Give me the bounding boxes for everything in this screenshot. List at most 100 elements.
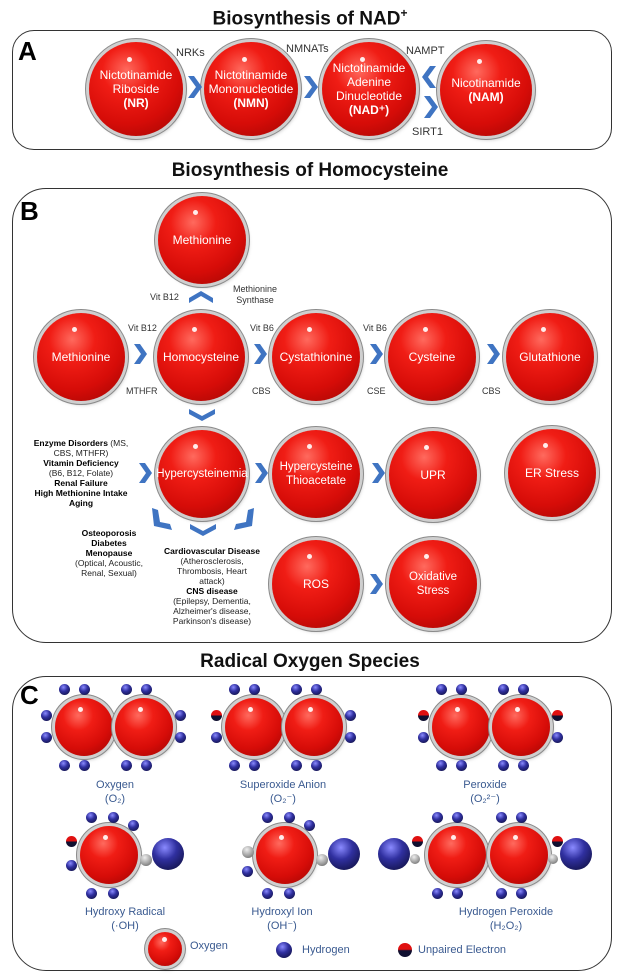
superoxide-molecule-oxygen-atom-1	[225, 698, 283, 756]
methionine-top-label: Methionine	[172, 233, 232, 247]
superoxide-molecule-electron	[249, 684, 260, 695]
caption-superoxide-formula: (O₂⁻)	[270, 793, 296, 805]
effect-osteoporosis: Osteoporosis	[81, 528, 137, 538]
label-methionine-synthase: Methionine Synthase	[230, 284, 280, 306]
chevron-right-icon	[304, 76, 318, 98]
homocysteine-label: Homocysteine	[162, 350, 240, 364]
nad-line1: Nictotinamide	[332, 61, 406, 75]
chevron-right-icon	[487, 344, 500, 364]
hydroxyl-ion-electron	[262, 888, 273, 899]
effect-cardio-d1: (Atherosclerosis,	[180, 556, 244, 566]
hydroxyl-ion-bond	[316, 854, 328, 866]
legend-oxygen-label: Oxygen	[190, 940, 228, 952]
cause-enzyme-rest: (MS,	[107, 438, 129, 448]
ball-cystathionine: Cystathionine	[272, 313, 360, 401]
hydrogen-peroxide-electron	[432, 888, 443, 899]
oxygen-molecule-oxygen-atom-1	[55, 698, 113, 756]
peroxide-molecule-electron	[456, 684, 467, 695]
superoxide-molecule-electron	[211, 732, 222, 743]
peroxide-molecule-electron	[518, 684, 529, 695]
caption-superoxide-name: Superoxide Anion	[239, 779, 327, 791]
effect-menopause-d2: Renal, Sexual)	[81, 568, 137, 578]
cysteine-label: Cysteine	[408, 350, 456, 364]
hydroxy-radical-electron	[108, 888, 119, 899]
nr-line2: Riboside	[112, 82, 160, 96]
effect-diabetes: Diabetes	[91, 538, 127, 548]
peroxide-molecule-electron	[436, 684, 447, 695]
legend-hydrogen-label: Hydrogen	[302, 944, 350, 956]
superoxide-molecule-electron	[311, 760, 322, 771]
chevron-down-right-icon	[234, 508, 254, 530]
oxygen-molecule-electron	[121, 760, 132, 771]
caption-hydroxy-radical-name: Hydroxy Radical	[84, 906, 166, 918]
chevron-left-icon	[422, 66, 436, 88]
superoxide-molecule-electron	[345, 732, 356, 743]
hydrogen-peroxide-electron	[452, 812, 463, 823]
ball-methionine-top: Methionine	[158, 196, 246, 284]
caption-oxygen-formula: (O₂)	[104, 793, 126, 805]
peroxide-molecule-electron	[552, 710, 563, 721]
effect-cardio: Cardiovascular Disease	[164, 546, 260, 556]
hydrogen-peroxide-bond	[548, 854, 558, 864]
hydrogen-peroxide-hydrogen-atom-1	[378, 838, 410, 870]
chevron-right-icon	[424, 96, 438, 118]
caption-hydroxy-radical-formula: (·OH)	[111, 920, 139, 932]
nr-line1: Nictotinamide	[99, 68, 173, 82]
heading-nad-text: Biosynthesis of NAD	[212, 8, 401, 30]
ball-nam: Nicotinamide(NAM)	[440, 44, 532, 136]
label-sirt1: SIRT1	[412, 126, 443, 138]
peroxide-molecule-electron	[498, 684, 509, 695]
hydroxy-radical-electron	[66, 836, 77, 847]
er-stress-label: ER Stress	[524, 466, 579, 480]
hydroxyl-ion-electron	[304, 820, 315, 831]
nr-abbr: (NR)	[123, 96, 149, 110]
hydroxyl-ion-electron	[284, 812, 295, 823]
caption-hydroxyl-ion: Hydroxyl Ion (OH⁻)	[222, 905, 342, 933]
caption-hydrogen-peroxide-formula: (H₂O₂)	[489, 920, 523, 932]
hydroxyl-ion-electron	[242, 866, 253, 877]
ball-er-stress: ER Stress	[508, 429, 596, 517]
superoxide-molecule-electron	[311, 684, 322, 695]
caption-oxygen-name: Oxygen	[96, 779, 134, 791]
label-nmnats: NMNATs	[286, 43, 329, 55]
nmn-line2: Mononucleotide	[208, 82, 294, 96]
peroxide-molecule-electron	[498, 760, 509, 771]
ball-cysteine: Cysteine	[388, 313, 476, 401]
effect-cns-d3: Parkinson's disease)	[172, 616, 252, 626]
effects-left-text: Osteoporosis Diabetes Menopause (Optical…	[60, 528, 158, 578]
oxygen-molecule-electron	[59, 760, 70, 771]
hydroxy-radical-electron	[66, 860, 77, 871]
effect-menopause: Menopause	[85, 548, 133, 558]
cause-high-met: High Methionine Intake	[34, 488, 128, 498]
peroxide-molecule-electron	[518, 760, 529, 771]
ball-upr: UPR	[389, 431, 477, 519]
heading-homocysteine: Biosynthesis of Homocysteine	[171, 160, 449, 181]
panel-c	[12, 676, 612, 971]
hydrogen-peroxide-bond	[410, 854, 420, 864]
chevron-down-icon	[189, 409, 215, 421]
panel-c-label: C	[20, 680, 39, 710]
caption-peroxide-formula: (O₂²⁻)	[470, 793, 500, 805]
peroxide-molecule-electron	[418, 732, 429, 743]
ball-ros: ROS	[272, 540, 360, 628]
heading-nad: Biosynthesis of NAD+	[0, 6, 620, 30]
legend-unpaired-label: Unpaired Electron	[418, 944, 507, 956]
hydrogen-peroxide-electron	[496, 888, 507, 899]
causes-text: Enzyme Disorders (MS, CBS, MTHFR) Vitami…	[18, 438, 144, 508]
peroxide-molecule-electron	[418, 710, 429, 721]
glutathione-label: Glutathione	[519, 350, 581, 364]
cystathionine-label: Cystathionine	[279, 350, 353, 364]
superoxide-molecule-electron	[229, 760, 240, 771]
peroxide-molecule-electron	[456, 760, 467, 771]
caption-hydroxyl-ion-name: Hydroxyl Ion	[251, 906, 313, 918]
cause-renal: Renal Failure	[54, 478, 108, 488]
panel-a-label: A	[18, 36, 37, 66]
chevron-right-icon	[255, 463, 268, 483]
oxygen-molecule-electron	[41, 732, 52, 743]
chevron-right-icon	[372, 463, 385, 483]
chevron-down-icon	[190, 524, 216, 536]
hydrogen-peroxide-electron	[452, 888, 463, 899]
chevron-down-left-icon	[152, 508, 172, 530]
superoxide-molecule-oxygen-atom-2	[285, 698, 343, 756]
